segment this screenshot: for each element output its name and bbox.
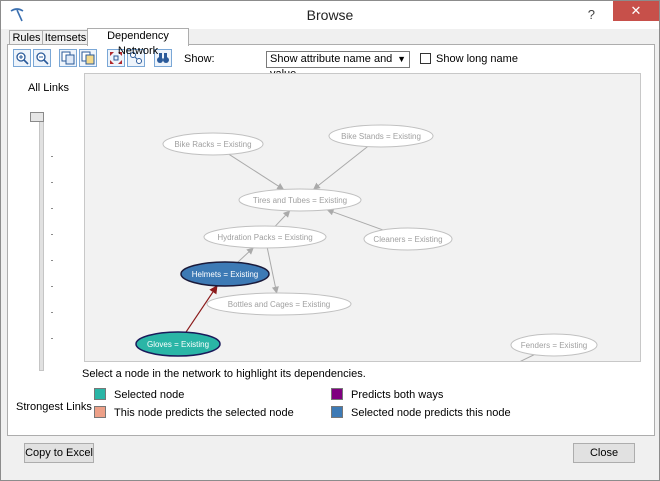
node-ellipse[interactable] bbox=[238, 188, 362, 212]
node-ellipse[interactable] bbox=[363, 227, 453, 251]
copy-selected-icon bbox=[81, 51, 95, 65]
fit-to-window-icon bbox=[110, 52, 122, 64]
all-links-label: All Links bbox=[28, 82, 69, 94]
node-ellipse[interactable] bbox=[203, 225, 327, 249]
binoculars-icon bbox=[157, 53, 169, 63]
hint-text: Select a node in the network to highligh… bbox=[82, 368, 366, 380]
legend-swatch-predicts-selected bbox=[94, 406, 106, 418]
legend-label-selected: Selected node bbox=[114, 389, 185, 401]
slider-tick bbox=[51, 208, 53, 209]
slider-tick bbox=[51, 286, 53, 287]
window-title: Browse bbox=[306, 7, 354, 23]
node-label: Gloves = Existing bbox=[147, 340, 209, 349]
pickaxe-icon bbox=[10, 8, 24, 22]
edge-fenders-to-mountain-bikes bbox=[492, 354, 535, 376]
layout-icon bbox=[130, 52, 142, 64]
close-button[interactable]: Close bbox=[573, 443, 635, 463]
zoom-out-button[interactable] bbox=[33, 49, 51, 67]
edge-bike-stands-to-tires-and-tubes bbox=[313, 146, 368, 190]
node-label: Bottles and Cages = Existing bbox=[228, 300, 331, 309]
legend-swatch-selected bbox=[94, 388, 106, 400]
node-hydration-packs[interactable]: Hydration Packs = Existing bbox=[203, 225, 327, 249]
tab-dependency-network[interactable]: Dependency Network bbox=[87, 28, 189, 57]
node-ellipse[interactable] bbox=[206, 292, 352, 316]
node-label: Bike Stands = Existing bbox=[341, 132, 421, 141]
edge-helmets-to-hydration-packs bbox=[237, 247, 254, 263]
show-label: Show: bbox=[184, 53, 215, 65]
slider-tick bbox=[51, 156, 53, 157]
zoom-out-icon bbox=[36, 52, 49, 65]
node-cleaners[interactable]: Cleaners = Existing bbox=[363, 227, 453, 251]
edge-gloves-to-helmets bbox=[185, 285, 218, 333]
node-bike-racks[interactable]: Bike Racks = Existing bbox=[162, 132, 264, 156]
node-ellipse[interactable] bbox=[135, 331, 221, 357]
node-ellipse[interactable] bbox=[510, 333, 598, 357]
slider-thumb[interactable] bbox=[30, 112, 44, 122]
edge-hydration-packs-to-bottles-and-cages bbox=[266, 247, 279, 294]
edge-bike-racks-to-tires-and-tubes bbox=[228, 153, 285, 190]
chevron-down-icon: ▼ bbox=[397, 54, 406, 64]
node-tires-and-tubes[interactable]: Tires and Tubes = Existing bbox=[238, 188, 362, 212]
legend-swatch-both-ways bbox=[331, 388, 343, 400]
legend-label-selected-predicts: Selected node predicts this node bbox=[351, 407, 511, 419]
slider-tick bbox=[51, 182, 53, 183]
link-strength-slider[interactable] bbox=[39, 115, 44, 371]
copy-graph-icon bbox=[61, 51, 75, 65]
network-canvas[interactable]: Bike Racks = Existing Bike Stands = Exist… bbox=[84, 73, 641, 397]
node-bike-stands[interactable]: Bike Stands = Existing bbox=[328, 124, 434, 148]
node-ellipse[interactable] bbox=[162, 132, 264, 156]
layout-button[interactable] bbox=[127, 49, 145, 67]
edge-hydration-packs-to-tires-and-tubes bbox=[274, 210, 291, 227]
legend-title: Strongest Links bbox=[16, 401, 92, 413]
copy-to-excel-button[interactable]: Copy to Excel bbox=[24, 443, 94, 463]
edge-cleaners-to-tires-and-tubes bbox=[326, 208, 384, 231]
zoom-in-button[interactable] bbox=[13, 49, 31, 67]
node-fenders[interactable]: Fenders = Existing bbox=[510, 333, 598, 357]
legend-swatch-selected-predicts bbox=[331, 406, 343, 418]
legend-label-both-ways: Predicts both ways bbox=[351, 389, 444, 401]
node-gloves[interactable]: Gloves = Existing bbox=[135, 331, 221, 357]
slider-tick bbox=[51, 234, 53, 235]
dependency-network-panel: Show: Show attribute name and value ▼ Sh… bbox=[7, 44, 655, 436]
help-button[interactable]: ? bbox=[587, 7, 595, 22]
node-ellipse[interactable] bbox=[328, 124, 434, 148]
copy-graph-button[interactable] bbox=[59, 49, 77, 67]
copy-selected-button[interactable] bbox=[79, 49, 97, 67]
node-label: Cleaners = Existing bbox=[373, 235, 442, 244]
zoom-in-icon bbox=[16, 52, 29, 65]
find-node-button[interactable] bbox=[154, 49, 172, 67]
node-label: Bike Racks = Existing bbox=[174, 140, 251, 149]
node-label: Helmets = Existing bbox=[192, 270, 258, 279]
legend-label-predicts-selected: This node predicts the selected node bbox=[114, 407, 294, 419]
slider-tick bbox=[51, 312, 53, 313]
node-bottles-and-cages[interactable]: Bottles and Cages = Existing bbox=[206, 292, 352, 316]
show-long-name-checkbox[interactable] bbox=[420, 53, 431, 64]
show-long-name-label: Show long name bbox=[436, 53, 518, 65]
show-mode-select[interactable]: Show attribute name and value ▼ bbox=[266, 51, 410, 80]
node-label: Tires and Tubes = Existing bbox=[253, 196, 347, 205]
fit-to-window-button[interactable] bbox=[107, 49, 125, 67]
node-label: Fenders = Existing bbox=[521, 341, 587, 350]
close-window-button[interactable]: ✕ bbox=[613, 1, 659, 21]
node-ellipse[interactable] bbox=[180, 261, 270, 287]
tab-rules[interactable]: Rules bbox=[9, 30, 44, 46]
title-bar: Browse ? ✕ bbox=[1, 1, 659, 29]
tab-itemsets[interactable]: Itemsets bbox=[42, 30, 89, 46]
node-helmets[interactable]: Helmets = Existing bbox=[180, 261, 270, 287]
network-graph[interactable]: Bike Racks = Existing Bike Stands = Exist… bbox=[85, 74, 640, 397]
slider-tick bbox=[51, 260, 53, 261]
slider-tick bbox=[51, 338, 53, 339]
node-label: Hydration Packs = Existing bbox=[217, 233, 312, 242]
